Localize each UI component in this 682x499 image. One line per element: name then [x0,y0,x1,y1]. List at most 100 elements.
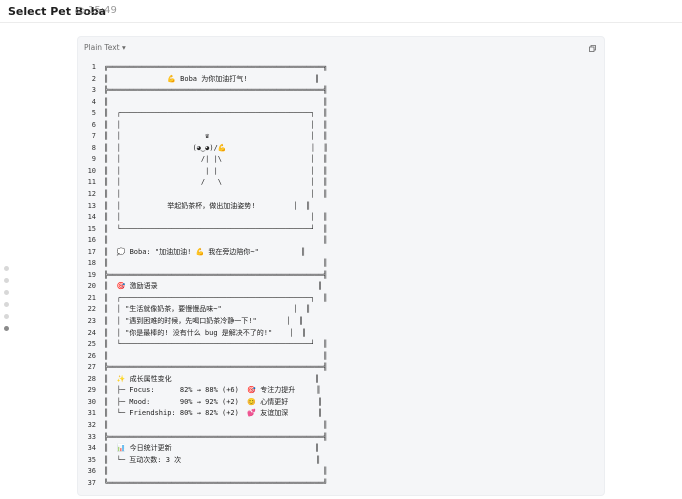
code-line: 8 ║ │ (◕‿◕)/💪 │ ║ [78,143,606,155]
code-text: ║ ✨ 成长属性变化 ║ [104,374,320,383]
code-line: 37 ╚═════════════════════════════════════… [78,478,606,490]
line-number: 9 [91,155,96,164]
line-number: 15 [87,224,96,233]
code-text: ║ └─ Friendship: 80% → 82% (+2) 💕 友谊加深 ║ [104,409,322,418]
line-number: 16 [87,236,96,245]
code-text: ║ │ | | │ ║ [104,166,328,175]
line-number: 28 [87,374,96,383]
code-text: ╠═══════════════════════════════════════… [104,432,328,441]
line-number: 18 [87,259,96,268]
code-text: ║ 💭 Boba: "加油加油! 💪 我在旁边陪你~" ║ [104,247,306,256]
language-selector[interactable]: Plain Text ▾ [84,43,126,52]
code-text: ╔═══════════════════════════════════════… [104,63,328,71]
line-number: 12 [87,190,96,199]
code-line: 36║ ║ [78,466,606,478]
page-dot[interactable] [4,314,9,319]
code-text: ╚═══════════════════════════════════════… [104,478,328,487]
code-text: ║ └─ 互动次数: 3 次 ║ [104,455,321,464]
line-number: 19 [87,270,96,279]
line-number: 27 [87,363,96,372]
line-number: 24 [87,328,96,337]
page-dot[interactable] [4,302,9,307]
line-number: 4 [91,97,96,106]
title-bar: Select Pet Boba 15:49 [0,0,682,23]
line-number: 2 [91,74,96,83]
code-line: 31 ║ └─ Friendship: 80% → 82% (+2) 💕 友谊加深… [78,408,606,420]
code-line: 7 ║ │ ♛ │ ║ [78,131,606,143]
code-text: ║ │ "遇到困难的时候，先喝口奶茶冷静一下!" │ ║ [104,317,304,326]
code-line: 17║ 💭 Boba: "加油加油! 💪 我在旁边陪你~" ║ [78,247,606,259]
line-number: 13 [87,201,96,210]
code-line: 6 ║ │ │ ║ [78,120,606,132]
page-indicator [4,266,10,338]
line-number: 37 [87,478,96,487]
line-number: 26 [87,351,96,360]
code-text: ║ │ │ ║ [104,120,328,129]
code-text: ║ │ (◕‿◕)/💪 │ ║ [104,143,328,152]
code-line: 4 ║ ║ [78,97,606,109]
line-number: 8 [91,143,96,152]
code-text: ║ ║ [104,420,328,429]
line-number: 33 [87,432,96,441]
code-text: ║ ║ [104,259,328,268]
code-text: ║ ├─ Mood: 90% → 92% (+2) 😊 心情更好 ║ [104,397,322,406]
code-text: ║ │ │ ║ [104,213,328,222]
code-line: 1 ╔══════════════════════════════════════… [78,62,606,74]
code-text: ║ │ "你是最棒的! 没有什么 bug 是解决不了的!" │ ║ [104,328,306,337]
code-line: 20║ 🎯 激励语录 ║ [78,281,606,293]
line-number: 25 [87,340,96,349]
code-text: ║ ┌─────────────────────────────────────… [104,109,328,118]
code-line: 28 ║ ✨ 成长属性变化 ║ [78,374,606,386]
code-text: ║ ║ [104,97,328,106]
code-line: 25 ║ └───────────────────────────────────… [78,339,606,351]
code-line: 14 ║ │ │ ║ [78,212,606,224]
timestamp: 15:49 [88,5,117,16]
line-number: 1 [91,63,96,71]
code-line: 35 ║ └─ 互动次数: 3 次 ║ [78,455,606,467]
code-text: ║ 📊 今日统计更新 ║ [104,444,320,453]
line-number: 14 [87,213,96,222]
code-line: 13 ║ │ 举起奶茶杯，做出加油姿势! │ ║ [78,201,606,213]
line-number: 35 [87,455,96,464]
code-line: 30║ ├─ Mood: 90% → 92% (+2) 😊 心情更好 ║ [78,397,606,409]
line-number: 34 [87,444,96,453]
copy-icon[interactable] [589,45,596,52]
line-number: 6 [91,120,96,129]
line-number: 29 [87,386,96,395]
line-number: 36 [87,467,96,476]
code-line: 24 ║ │ "你是最棒的! 没有什么 bug 是解决不了的!" │ ║ [78,328,606,340]
code-block: Plain Text ▾ 1 ╔═════════════════════════… [77,36,605,496]
code-text: ╠═══════════════════════════════════════… [104,270,328,279]
page-dot[interactable] [4,278,9,283]
code-line: 26║ ║ [78,351,606,363]
code-line: 5║ ┌────────────────────────────────────… [78,108,606,120]
line-number: 32 [87,420,96,429]
code-line: 29 ║ ├─ Focus: 82% → 88% (+6) 🎯 专注力提升 ║ [78,385,606,397]
code-text: ║ 🎯 激励语录 ║ [104,282,322,291]
code-text: ║ │ ♛ │ ║ [104,132,328,141]
code-text: ║ ├─ Focus: 82% → 88% (+6) 🎯 专注力提升 ║ [104,386,321,395]
code-line: 3╠══════════════════════════════════════… [78,85,606,97]
code-text: ║ └─────────────────────────────────────… [104,340,328,349]
page-dot[interactable] [4,290,9,295]
code-text: ╠═══════════════════════════════════════… [104,86,328,95]
code-line: 11║ │ / \ │ ║ [78,177,606,189]
code-text: ║ │ "生活就像奶茶，要慢慢品味~" │ ║ [104,305,311,314]
line-number: 11 [87,178,96,187]
code-line: 18 ║ ║ [78,258,606,270]
code-line: 12║ │ │ ║ [78,189,606,201]
code-line: 2║ 💪 Boba 为你加油打气! ║ [78,74,606,86]
code-text: ║ │ 举起奶茶杯，做出加油姿势! │ ║ [104,201,311,210]
code-text: ║ │ /| |\ │ ║ [104,155,328,164]
code-line: 10 ║ │ | | │ ║ [78,166,606,178]
line-number: 21 [87,293,96,302]
page-dot[interactable] [4,266,9,271]
code-line: 9 ║ │ /| |\ │ ║ [78,154,606,166]
code-line: 15║ └───────────────────────────────────… [78,224,606,236]
line-number: 31 [87,409,96,418]
code-line: 33 ╠═════════════════════════════════════… [78,432,606,444]
line-number: 10 [87,166,96,175]
page-dot-active[interactable] [4,326,9,331]
line-number: 7 [91,132,96,141]
code-text: ║ ║ [104,236,328,245]
